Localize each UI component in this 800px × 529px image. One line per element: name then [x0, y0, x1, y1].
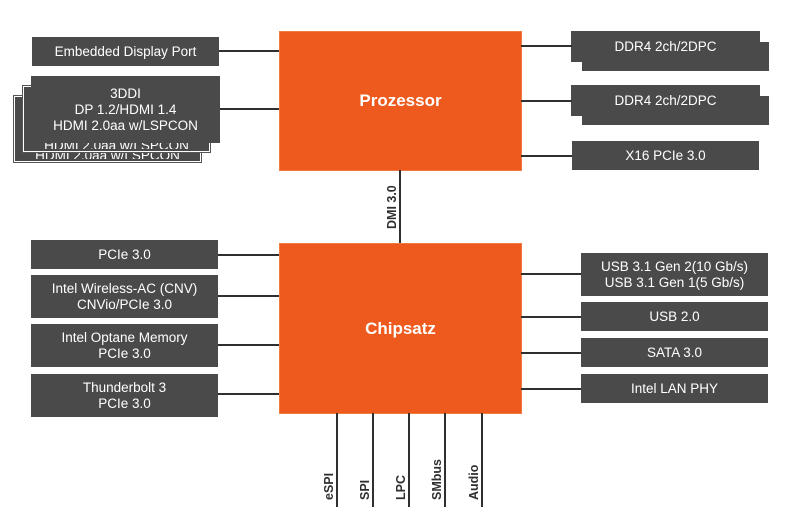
bus-label-audio: Audio [467, 464, 481, 500]
dmi-link-line [399, 170, 401, 244]
bus-line-spi [372, 413, 374, 507]
box-line: PCIe 3.0 [98, 395, 151, 411]
box-line: Intel Optane Memory [61, 329, 188, 345]
pcie-box: PCIe 3.0 [31, 240, 218, 269]
processor-block: Prozessor [279, 31, 522, 171]
intel-optane-box: Intel Optane Memory PCIe 3.0 [31, 324, 218, 367]
connector-pcie [218, 254, 279, 256]
box-line: DP 1.2/HDMI 1.4 [74, 101, 177, 117]
connector-intel-wireless [218, 295, 279, 297]
bus-line-lpc [408, 413, 410, 507]
box-line: USB 3.1 Gen 1(5 Gb/s) [604, 274, 745, 290]
box-line: USB 3.1 Gen 2(10 Gb/s) [600, 258, 749, 274]
connector-intel-optane [218, 344, 279, 346]
thunderbolt-box: Thunderbolt 3 PCIe 3.0 [31, 374, 218, 417]
usb20-box: USB 2.0 [581, 302, 768, 331]
connector-sata [521, 352, 581, 354]
connector-x16-pcie [521, 155, 572, 157]
bus-label-espi: eSPI [322, 472, 336, 500]
ddr4-1-box: DDR4 2ch/2DPC [571, 31, 760, 62]
intel-wireless-box: Intel Wireless-AC (CNV) CNVio/PCIe 3.0 [31, 275, 218, 318]
ddr4-2-box: DDR4 2ch/2DPC [571, 85, 760, 116]
usb31-box: USB 3.1 Gen 2(10 Gb/s) USB 3.1 Gen 1(5 G… [581, 253, 768, 296]
connector-thunderbolt [218, 393, 279, 395]
processor-label: Prozessor [359, 91, 442, 110]
chipset-block: Chipsatz [279, 243, 522, 414]
box-line: X16 PCIe 3.0 [625, 147, 706, 163]
box-line: DDR4 2ch/2DPC [614, 38, 717, 54]
bus-label-spi: SPI [358, 479, 372, 500]
box-line: HDMI 2.0aa w/LSPCON [53, 117, 198, 133]
connector-ddr4-1 [521, 45, 572, 47]
box-line: PCIe 3.0 [98, 246, 151, 262]
dmi-link-label: DMI 3.0 [385, 185, 399, 229]
x16-pcie-box: X16 PCIe 3.0 [572, 141, 759, 170]
intel-lan-box: Intel LAN PHY [581, 374, 768, 403]
connector-ddr4-2 [521, 100, 572, 102]
3ddi-display-box: 3DDI DP 1.2/HDMI 1.4 HDMI 2.0aa w/LSPCON [31, 76, 220, 143]
box-line: CNVio/PCIe 3.0 [76, 296, 173, 312]
box-line: 3DDI [110, 85, 141, 101]
embedded-display-port-box: Embedded Display Port [32, 37, 219, 66]
box-line: SATA 3.0 [646, 344, 703, 360]
bus-line-smbus [444, 413, 446, 507]
connector-intel-lan [521, 388, 581, 390]
sata-box: SATA 3.0 [581, 338, 768, 367]
bus-label-lpc: LPC [394, 475, 408, 500]
connector-usb31 [521, 273, 581, 275]
box-line: Intel LAN PHY [630, 380, 719, 396]
connector-3ddi [220, 108, 279, 110]
box-line: USB 2.0 [649, 308, 700, 324]
box-line: Thunderbolt 3 [82, 379, 167, 395]
box-line: Intel Wireless-AC (CNV) [51, 280, 198, 296]
box-line: DDR4 2ch/2DPC [614, 92, 717, 108]
bus-line-espi [336, 413, 338, 507]
box-line: Embedded Display Port [54, 43, 197, 59]
connector-usb20 [521, 316, 581, 318]
chipset-label: Chipsatz [365, 318, 436, 338]
box-line: PCIe 3.0 [98, 345, 151, 361]
bus-label-smbus: SMbus [430, 459, 444, 500]
bus-line-audio [481, 413, 483, 507]
connector-edp [219, 50, 279, 52]
